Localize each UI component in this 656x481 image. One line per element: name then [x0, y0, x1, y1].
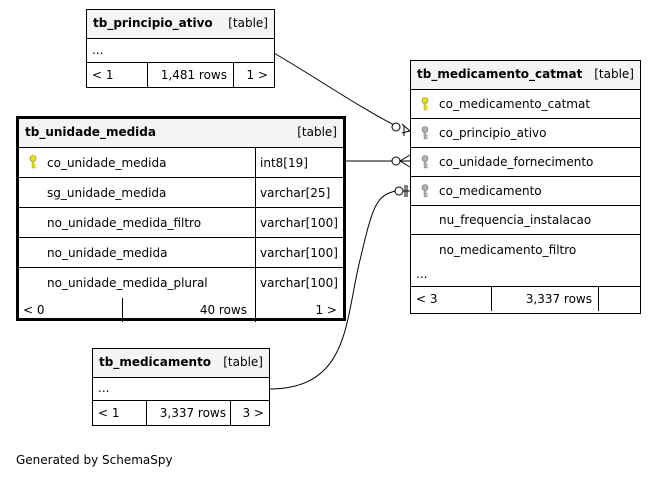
- column-type: int8[19]: [255, 148, 343, 177]
- foreign-key-icon: [421, 184, 429, 198]
- children-count: [598, 287, 640, 311]
- row-count: 1,481 rows: [147, 63, 233, 87]
- table-name: tb_principio_ativo: [93, 16, 213, 30]
- column-row[interactable]: co_medicamento: [411, 177, 640, 206]
- column-row[interactable]: sg_unidade_medida varchar[25]: [19, 178, 343, 208]
- table-name: tb_medicamento: [99, 355, 212, 369]
- column-name: sg_unidade_medida: [47, 185, 167, 200]
- column-row[interactable]: no_medicamento_filtro: [411, 235, 640, 264]
- column-name: no_unidade_medida: [47, 245, 168, 260]
- children-count: 3 >: [230, 401, 269, 425]
- column-type: varchar[25]: [255, 178, 343, 207]
- row-count: 40 rows: [122, 298, 255, 322]
- primary-key-icon: [421, 97, 429, 111]
- column-row[interactable]: co_medicamento_catmat: [411, 90, 640, 119]
- parents-count: < 3: [416, 292, 438, 306]
- relation-principio-ativo: [273, 52, 411, 136]
- children-count: 1 >: [233, 63, 274, 87]
- parents-count: < 0: [23, 303, 45, 317]
- table-type: [table]: [297, 125, 337, 139]
- foreign-key-icon: [421, 155, 429, 169]
- table-tb-unidade-medida[interactable]: tb_unidade_medida [table] co_unidade_med…: [16, 116, 346, 322]
- column-name: co_unidade_medida: [47, 155, 167, 170]
- column-name: no_unidade_medida_filtro: [47, 215, 202, 230]
- children-count: 1 >: [255, 298, 343, 322]
- column-row[interactable]: no_unidade_medida_plural varchar[100]: [19, 268, 343, 298]
- foreign-key-icon: [421, 126, 429, 140]
- table-tb-medicamento-catmat[interactable]: tb_medicamento_catmat [table] co_medicam…: [410, 60, 641, 314]
- ellipsis: ...: [416, 267, 428, 281]
- row-count: 3,337 rows: [491, 287, 598, 311]
- column-row[interactable]: co_unidade_medida int8[19]: [19, 148, 343, 178]
- table-tb-principio-ativo[interactable]: tb_principio_ativo [table] ... < 1 1,481…: [86, 9, 275, 88]
- column-row[interactable]: co_principio_ativo: [411, 119, 640, 148]
- primary-key-icon: [29, 155, 37, 169]
- table-tb-medicamento[interactable]: tb_medicamento [table] ... < 1 3,337 row…: [92, 348, 270, 426]
- column-name: co_medicamento_catmat: [439, 97, 591, 111]
- column-type: varchar[100]: [255, 238, 343, 267]
- column-name: no_unidade_medida_plural: [47, 276, 208, 290]
- column-name: co_unidade_fornecimento: [439, 155, 594, 169]
- column-row[interactable]: co_unidade_fornecimento: [411, 148, 640, 177]
- parents-count: < 1: [92, 68, 114, 82]
- column-name: co_medicamento: [439, 184, 542, 198]
- column-type: varchar[100]: [255, 208, 343, 237]
- table-type: [table]: [594, 67, 634, 81]
- table-type: [table]: [223, 355, 263, 369]
- column-name: nu_frequencia_instalacao: [439, 213, 592, 227]
- relation-medicamento: [268, 185, 410, 390]
- table-name: tb_medicamento_catmat: [417, 67, 583, 81]
- row-count: 3,337 rows: [146, 401, 230, 425]
- column-row[interactable]: no_unidade_medida varchar[100]: [19, 238, 343, 268]
- relation-unidade-medida: [344, 154, 411, 168]
- ellipsis: ...: [98, 381, 110, 395]
- column-name: co_principio_ativo: [439, 126, 547, 140]
- parents-count: < 1: [98, 406, 120, 420]
- column-row[interactable]: nu_frequencia_instalacao: [411, 206, 640, 235]
- table-type: [table]: [228, 16, 268, 30]
- column-type: varchar[100]: [255, 268, 343, 298]
- column-row[interactable]: no_unidade_medida_filtro varchar[100]: [19, 208, 343, 238]
- ellipsis: ...: [92, 43, 104, 57]
- generated-by-text: Generated by SchemaSpy: [16, 453, 173, 467]
- column-name: no_medicamento_filtro: [439, 242, 577, 257]
- table-name: tb_unidade_medida: [25, 125, 156, 139]
